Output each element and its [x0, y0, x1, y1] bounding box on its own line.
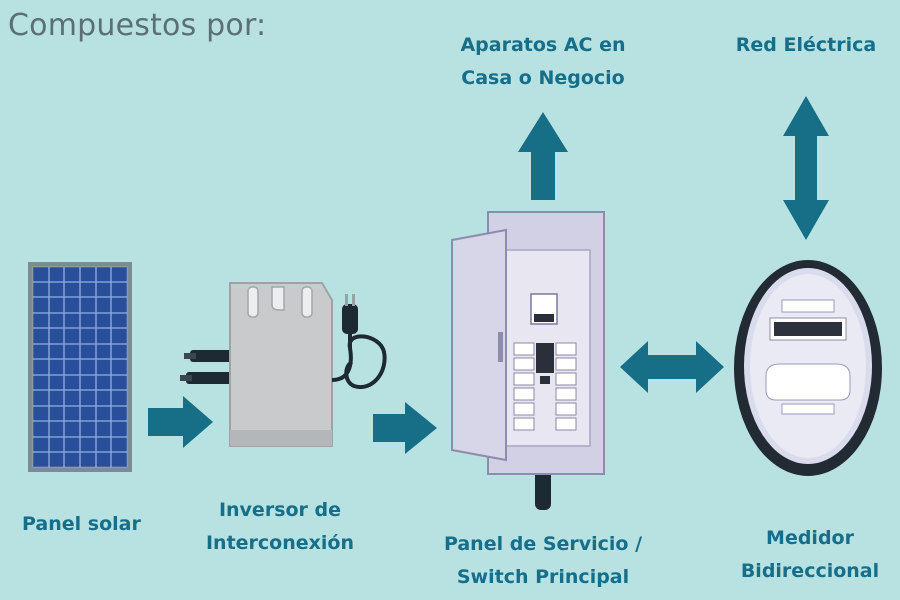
service-panel-label-line1: Panel de Servicio / — [443, 533, 643, 555]
service-panel-label: Panel de Servicio / Switch Principal — [438, 528, 648, 594]
inverter-icon — [180, 282, 387, 447]
inverter-label-line2: Interconexión — [205, 532, 354, 554]
ac-devices-label: Aparatos AC en Casa o Negocio — [458, 29, 628, 95]
arrow-up-down-icon — [783, 96, 829, 240]
bidirectional-meter-icon — [734, 260, 882, 476]
inverter-label: Inversor de Interconexión — [205, 494, 355, 560]
grid-label: Red Eléctrica — [730, 29, 882, 62]
solar-panel-label: Panel solar — [22, 508, 141, 541]
ac-devices-label-line2: Casa o Negocio — [461, 67, 625, 89]
arrow-right-icon — [373, 402, 437, 454]
solar-panel-icon — [28, 262, 132, 472]
arrow-up-icon — [518, 112, 568, 200]
meter-label-line1: Medidor — [766, 527, 854, 549]
arrow-bidirectional-icon — [620, 341, 724, 393]
ac-devices-label-line1: Aparatos AC en — [460, 34, 626, 56]
grid-label-text: Red Eléctrica — [735, 34, 877, 56]
inverter-label-line1: Inversor de — [218, 499, 342, 521]
meter-label: Medidor Bidireccional — [735, 522, 885, 588]
service-panel-label-line2: Switch Principal — [456, 566, 630, 588]
solar-panel-label-text: Panel solar — [22, 513, 141, 535]
service-panel-icon — [451, 211, 605, 510]
meter-label-line2: Bidireccional — [740, 560, 880, 582]
arrow-right-icon — [148, 396, 213, 448]
diagram-title: Compuestos por: — [8, 8, 267, 43]
